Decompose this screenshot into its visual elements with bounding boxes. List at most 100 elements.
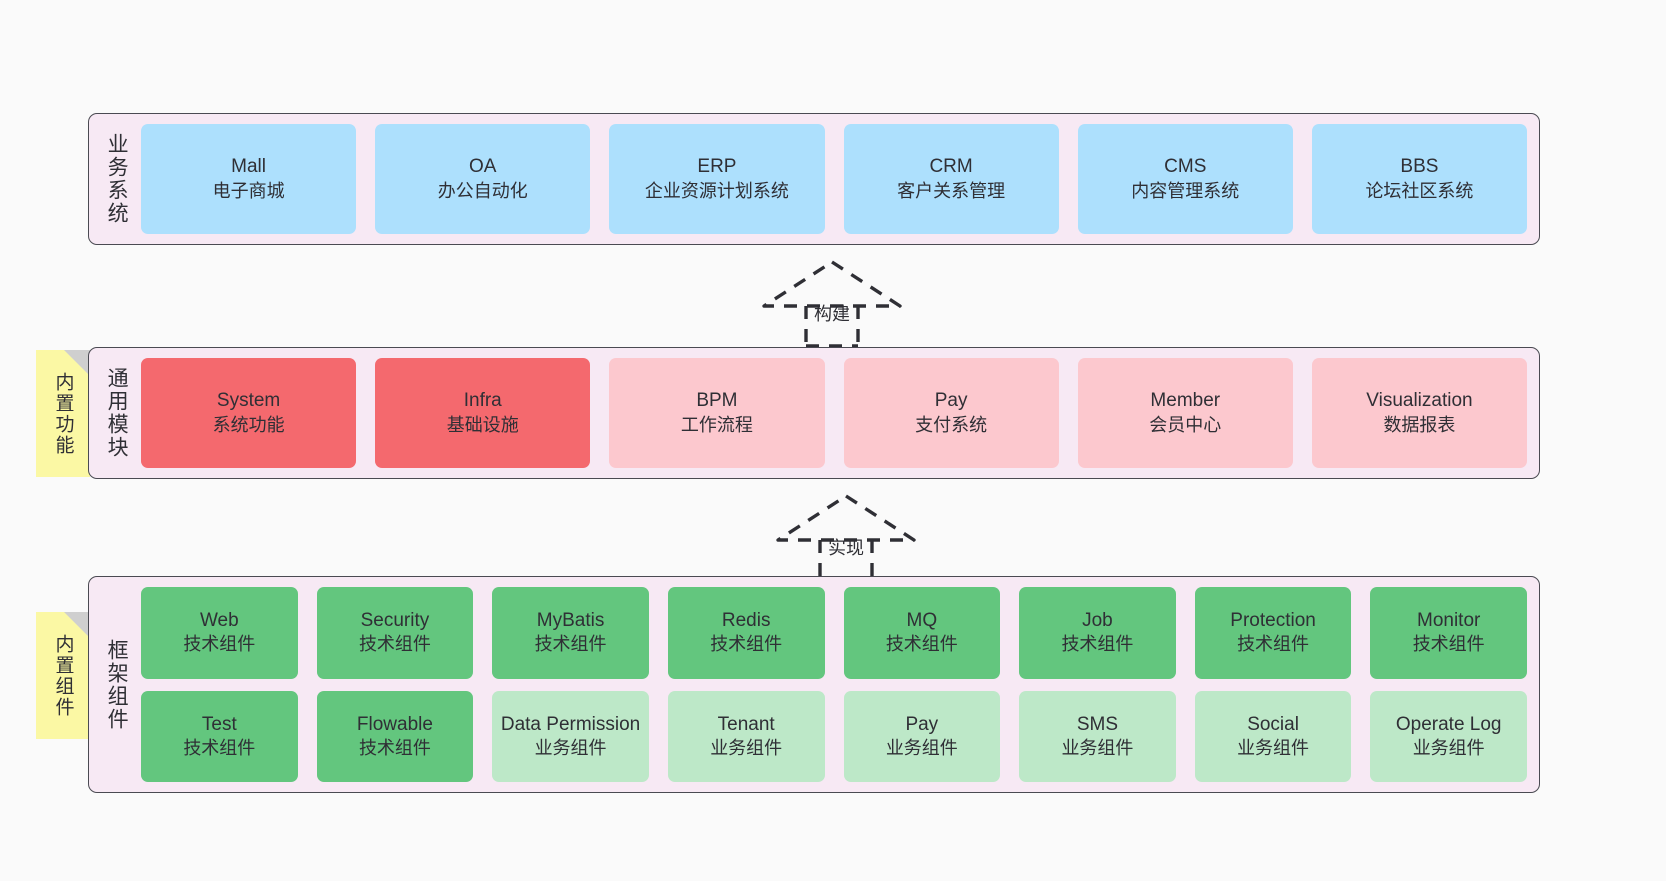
node-visualization[interactable]: Visualization 数据报表 [1311, 358, 1528, 468]
node-job[interactable]: Job 技术组件 [1019, 587, 1176, 679]
node-row: System 系统功能 Infra 基础设施 BPM 工作流程 Pay 支付系统… [141, 358, 1528, 468]
sticky-note-text: 内置功能 [52, 371, 74, 456]
node-subtitle: 业务组件 [1412, 737, 1485, 758]
node-web[interactable]: Web 技术组件 [141, 587, 298, 679]
layer-body-common-module: System 系统功能 Infra 基础设施 BPM 工作流程 Pay 支付系统… [135, 358, 1528, 468]
connector-build-shape [762, 260, 902, 348]
node-pay-module[interactable]: Pay 支付系统 [843, 358, 1059, 468]
node-title: Job [1082, 610, 1113, 632]
connector-build: 构建 [758, 258, 906, 348]
sticky-note-builtin-components: 内置组件 [36, 612, 90, 739]
node-cms[interactable]: CMS 内容管理系统 [1077, 124, 1293, 234]
node-subtitle: 技术组件 [1061, 634, 1134, 655]
layer-title-common-module: 通用模块 [105, 367, 129, 459]
node-row: Mall 电子商城 OA 办公自动化 ERP 企业资源计划系统 CRM 客户关系… [141, 124, 1528, 234]
layer-body-business-system: Mall 电子商城 OA 办公自动化 ERP 企业资源计划系统 CRM 客户关系… [135, 124, 1528, 234]
node-subtitle: 电子商城 [212, 180, 285, 201]
node-social[interactable]: Social 业务组件 [1194, 690, 1352, 782]
node-title: Web [199, 610, 239, 632]
node-row: Test 技术组件 Flowable 技术组件 Data Permission … [141, 690, 1527, 782]
node-row: Web 技术组件 Security 技术组件 MyBatis 技术组件 Redi… [141, 587, 1527, 679]
node-flowable[interactable]: Flowable 技术组件 [316, 690, 474, 782]
node-title: Security [360, 610, 430, 632]
node-title: System [216, 390, 281, 412]
connector-implement: 实现 [772, 492, 920, 582]
sticky-note-text: 内置组件 [52, 633, 74, 718]
node-title: Mall [231, 156, 266, 178]
node-oa[interactable]: OA 办公自动化 [375, 124, 591, 234]
layer-title-framework-component: 框架组件 [105, 638, 129, 731]
node-subtitle: 技术组件 [1412, 634, 1485, 655]
node-title: Tenant [717, 713, 775, 735]
node-title: Redis [721, 610, 771, 632]
node-bbs[interactable]: BBS 论坛社区系统 [1311, 124, 1528, 234]
node-subtitle: 技术组件 [183, 634, 256, 655]
node-title: CMS [1164, 156, 1207, 178]
node-title: ERP [697, 156, 737, 178]
node-test[interactable]: Test 技术组件 [141, 690, 298, 782]
node-subtitle: 办公自动化 [437, 180, 528, 201]
node-security[interactable]: Security 技术组件 [316, 587, 474, 679]
node-tenant[interactable]: Tenant 业务组件 [667, 690, 825, 782]
node-subtitle: 会员中心 [1149, 414, 1222, 435]
node-subtitle: 技术组件 [710, 634, 783, 655]
node-title: Data Permission [500, 713, 641, 735]
node-subtitle: 企业资源计划系统 [644, 180, 789, 201]
node-subtitle: 业务组件 [885, 737, 958, 758]
layer-business-system: 业务系统 Mall 电子商城 OA 办公自动化 ERP 企业资源计划系统 CRM… [88, 113, 1540, 245]
node-subtitle: 技术组件 [358, 634, 431, 655]
node-title: Visualization [1366, 390, 1473, 412]
node-subtitle: 技术组件 [885, 634, 958, 655]
node-title: Member [1150, 390, 1221, 412]
layer-common-module: 通用模块 System 系统功能 Infra 基础设施 BPM 工作流程 Pay… [88, 347, 1540, 479]
node-subtitle: 业务组件 [710, 737, 783, 758]
node-member[interactable]: Member 会员中心 [1077, 358, 1293, 468]
node-infra[interactable]: Infra 基础设施 [375, 358, 591, 468]
node-title: MyBatis [536, 610, 605, 632]
layer-title-business-system: 业务系统 [105, 133, 129, 225]
node-crm[interactable]: CRM 客户关系管理 [843, 124, 1059, 234]
node-subtitle: 业务组件 [1061, 737, 1134, 758]
node-subtitle: 论坛社区系统 [1365, 180, 1474, 201]
node-mall[interactable]: Mall 电子商城 [141, 124, 357, 234]
layer-body-framework-component: Web 技术组件 Security 技术组件 MyBatis 技术组件 Redi… [135, 587, 1527, 782]
node-subtitle: 系统功能 [212, 414, 285, 435]
node-subtitle: 工作流程 [680, 414, 753, 435]
node-title: Infra [463, 390, 502, 412]
node-title: BPM [696, 390, 738, 412]
node-subtitle: 技术组件 [358, 737, 431, 758]
node-subtitle: 业务组件 [534, 737, 607, 758]
node-protection[interactable]: Protection 技术组件 [1194, 587, 1352, 679]
node-title: OA [469, 156, 497, 178]
node-subtitle: 业务组件 [1237, 737, 1310, 758]
node-bpm[interactable]: BPM 工作流程 [609, 358, 825, 468]
node-subtitle: 基础设施 [446, 414, 519, 435]
node-title: CRM [929, 156, 973, 178]
node-title: Monitor [1417, 610, 1481, 632]
node-subtitle: 技术组件 [183, 737, 256, 758]
node-sms[interactable]: SMS 业务组件 [1019, 690, 1176, 782]
node-title: MQ [906, 610, 938, 632]
layer-framework-component: 框架组件 Web 技术组件 Security 技术组件 MyBatis 技术组件… [88, 576, 1540, 793]
node-mybatis[interactable]: MyBatis 技术组件 [492, 587, 649, 679]
node-title: Pay [934, 390, 968, 412]
node-monitor[interactable]: Monitor 技术组件 [1370, 587, 1527, 679]
node-title: Operate Log [1395, 713, 1502, 735]
node-erp[interactable]: ERP 企业资源计划系统 [609, 124, 825, 234]
node-pay-component[interactable]: Pay 业务组件 [843, 690, 1001, 782]
sticky-fold-corner-icon [64, 612, 90, 638]
node-title: Protection [1230, 610, 1316, 632]
node-subtitle: 支付系统 [915, 414, 988, 435]
node-data-permission[interactable]: Data Permission 业务组件 [492, 690, 649, 782]
node-redis[interactable]: Redis 技术组件 [667, 587, 825, 679]
node-subtitle: 技术组件 [534, 634, 607, 655]
node-operate-log[interactable]: Operate Log 业务组件 [1370, 690, 1527, 782]
sticky-note-builtin-features: 内置功能 [36, 350, 90, 477]
node-mq[interactable]: MQ 技术组件 [843, 587, 1001, 679]
sticky-fold-corner-icon [64, 350, 90, 376]
node-title: Pay [905, 713, 939, 735]
node-title: Social [1247, 713, 1299, 735]
node-subtitle: 内容管理系统 [1131, 180, 1240, 201]
node-system[interactable]: System 系统功能 [141, 358, 357, 468]
